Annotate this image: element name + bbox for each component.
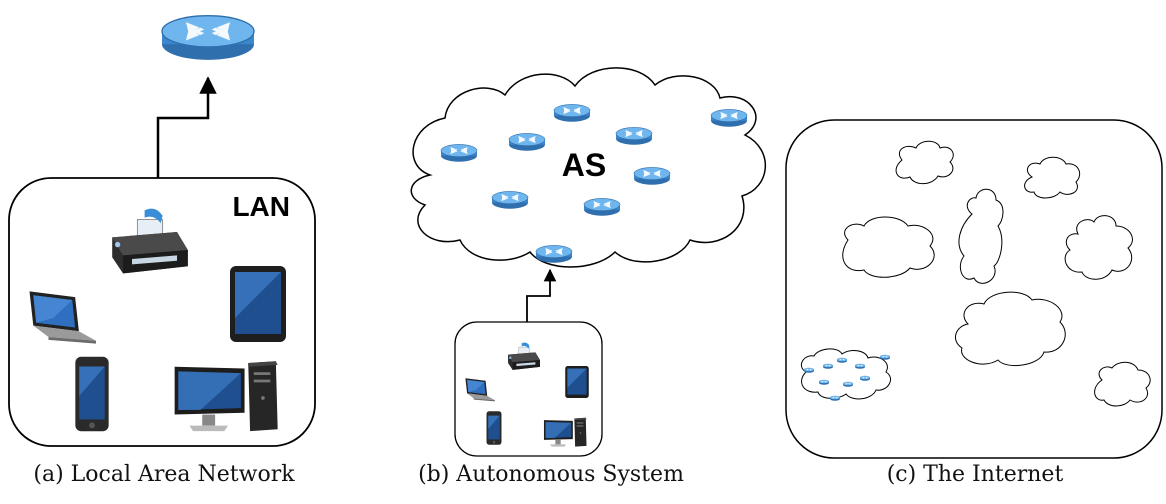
router-icon (822, 363, 834, 369)
cloud-icon (895, 140, 954, 185)
cloud-icon (954, 291, 1066, 367)
router-icon (583, 198, 621, 216)
caption-lan: (a) Local Area Network (33, 462, 295, 487)
cloud-icon (842, 216, 935, 278)
as-label: AS (562, 147, 606, 183)
router-icon (710, 109, 748, 127)
lan-boundary (454, 321, 603, 457)
smartphone-icon (486, 411, 502, 445)
desktop-computer-icon (543, 417, 587, 447)
uplink-arrow (156, 76, 217, 178)
lan-label: LAN (232, 191, 290, 222)
router-icon (553, 104, 591, 122)
internet-boundary (785, 119, 1163, 459)
router-icon (440, 144, 478, 162)
cloud-icon (1094, 361, 1151, 407)
smartphone-icon (75, 356, 109, 432)
router-icon (818, 379, 830, 385)
as-cloud (410, 67, 767, 268)
router-icon (803, 367, 815, 373)
router-icon (829, 395, 841, 401)
router-icon (615, 127, 653, 145)
router-icon (859, 375, 871, 381)
printer-icon (507, 342, 541, 371)
as-panel: AS (410, 67, 767, 457)
laptop-icon (29, 291, 96, 344)
router-icon (842, 381, 854, 387)
router-icon (633, 167, 671, 185)
router-icon (535, 245, 573, 263)
desktop-computer-icon (174, 361, 278, 432)
router-icon (836, 357, 848, 363)
internet-panel (785, 119, 1163, 459)
printer-icon (111, 208, 189, 274)
router-icon (161, 14, 255, 61)
laptop-icon (465, 378, 495, 402)
cloud-icon (1024, 156, 1081, 199)
cloud-icon (958, 188, 1004, 284)
tablet-icon (565, 366, 589, 398)
tablet-icon (230, 266, 286, 342)
router-icon (508, 133, 546, 151)
cloud-icon (1064, 215, 1133, 280)
as-cloud (801, 348, 891, 400)
router-icon (491, 191, 529, 209)
uplink-arrow (526, 268, 557, 322)
lan-boundary (8, 177, 316, 447)
caption-internet: (c) The Internet (886, 462, 1064, 487)
lan-panel: LAN (8, 14, 316, 447)
caption-as: (b) Autonomous System (418, 462, 684, 487)
router-icon (854, 363, 866, 369)
router-icon (879, 354, 891, 360)
